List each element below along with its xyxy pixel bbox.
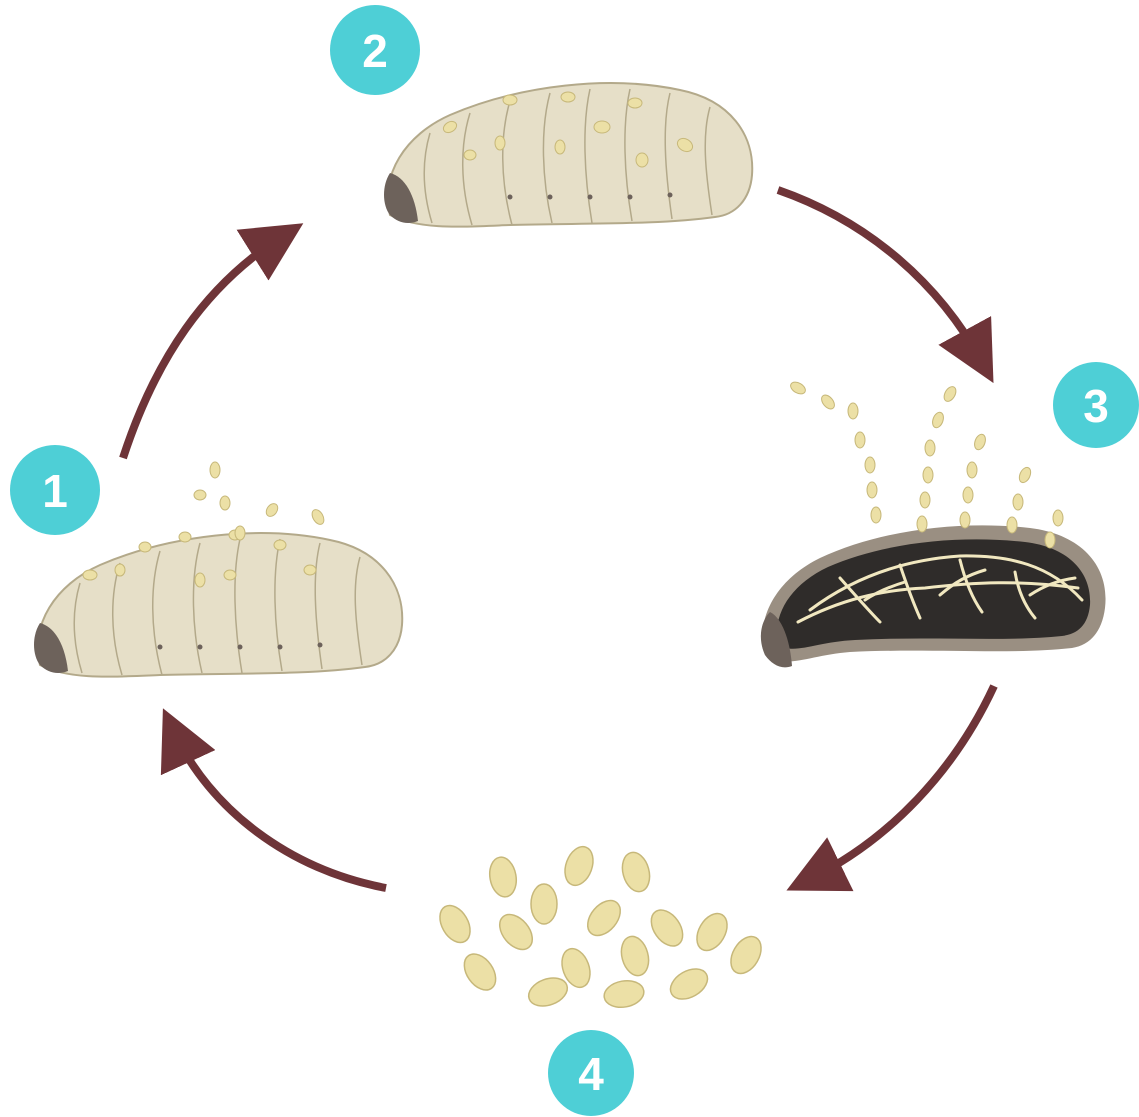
stage-number-3: 3: [1083, 380, 1109, 432]
arrow-3-to-4: [808, 686, 994, 880]
arrow-4-to-1: [173, 730, 386, 888]
stage-number-2: 2: [362, 25, 388, 77]
colonized-larva-icon: [384, 83, 752, 227]
stage-number-4: 4: [578, 1048, 604, 1100]
arrow-2-to-3: [778, 190, 982, 362]
stage-badge-1: 1: [10, 445, 100, 535]
stage-badge-2: 2: [330, 5, 420, 95]
stage-badge-3: 3: [1053, 362, 1139, 448]
stage-number-1: 1: [42, 465, 68, 517]
mummified-larva-sporulating-icon: [761, 380, 1106, 668]
arrow-1-to-2: [123, 236, 283, 458]
conidia-spores-icon: [434, 843, 768, 1011]
stage-badge-4: 4: [548, 1030, 634, 1116]
